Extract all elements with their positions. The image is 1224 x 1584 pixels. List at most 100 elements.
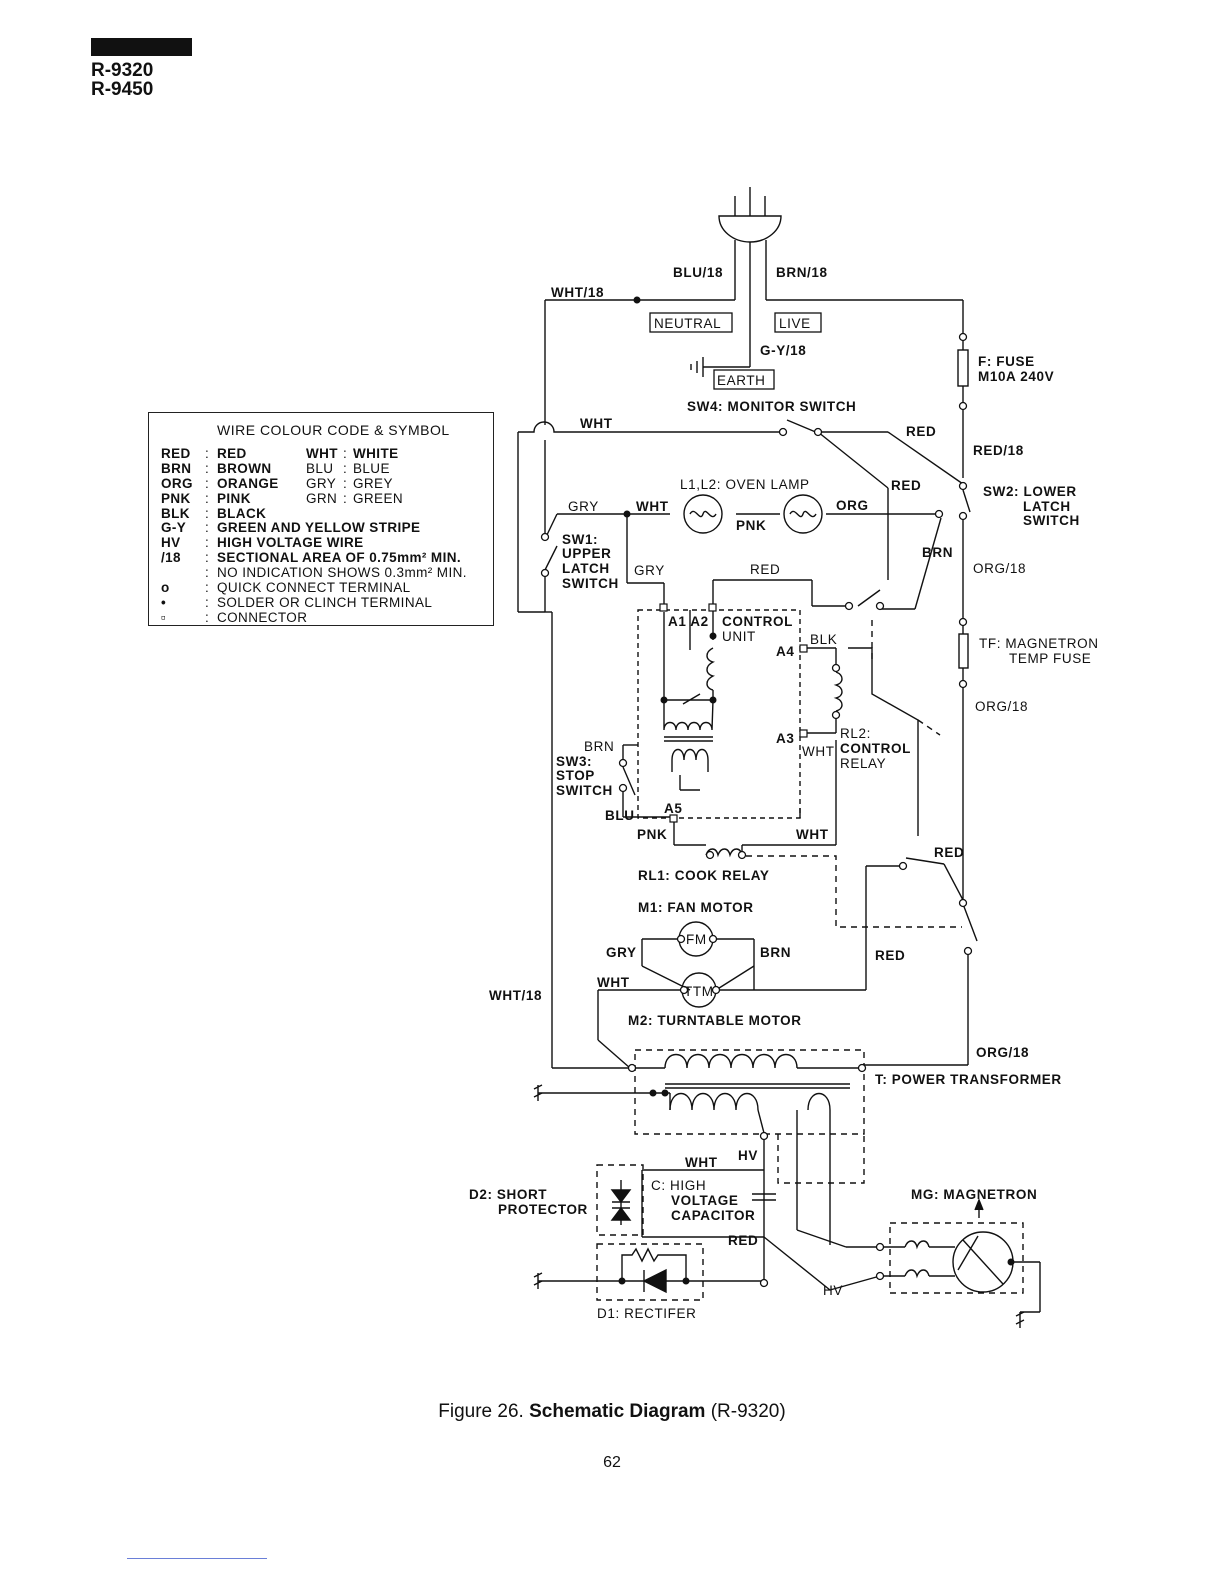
label-org18-b: ORG/18 [975,699,1028,714]
label-d1: D1: RECTIFER [597,1306,696,1321]
legend-code: G-Y [161,520,187,535]
label-org18-a: ORG/18 [973,561,1026,576]
legend-code: ▫ [161,610,167,625]
legend-colon: : [205,550,210,565]
label-sw1-3: LATCH [562,561,610,576]
label-fuse-1: F: FUSE [978,354,1035,369]
label-d2-2: PROTECTOR [498,1202,588,1217]
label-red-cu: RED [750,562,780,577]
label-control: CONTROL [722,614,793,629]
legend-colon: : [205,520,210,535]
label-d2-1: D2: SHORT [469,1187,547,1202]
legend-desc: QUICK CONNECT TERMINAL [217,580,411,595]
label-brn18: BRN/18 [776,265,828,280]
legend-code: GRN [306,491,338,506]
label-brn-sw3: BRN [584,739,614,754]
legend-code: BRN [161,461,192,476]
label-gry-2: GRY [634,563,665,578]
legend-colon: : [205,476,210,491]
label-red-sw4: RED [906,424,936,439]
label-red-fm: RED [875,948,905,963]
label-sw2-1: SW2: LOWER [983,484,1077,499]
label-sw3-1: SW3: [556,754,592,769]
legend-colon: : [205,461,210,476]
label-rl2-1: RL2: [840,726,871,741]
label-brn-right: BRN [922,545,953,560]
legend-desc: GREY [353,476,393,491]
label-org-lamp: ORG [836,498,869,513]
label-blk: BLK [810,632,837,647]
label-fm: FM [686,932,707,947]
label-ttm: TTM [684,984,714,999]
legend-colon: : [205,506,210,521]
label-a3: A3 [776,731,794,746]
legend-code: GRY [306,476,337,491]
label-gry-fm: GRY [606,945,637,960]
label-sw3-3: SWITCH [556,783,613,798]
legend-code: RED [161,446,191,461]
label-sw2-2: LATCH [1023,499,1071,514]
label-wht-hv: WHT [685,1155,718,1170]
label-neutral: NEUTRAL [654,316,721,331]
legend-code: PNK [161,491,191,506]
label-c-3: CAPACITOR [671,1208,755,1223]
legend-desc: WHITE [353,446,399,461]
footer-rule [127,1558,267,1559]
label-pnk-rl1: PNK [637,827,667,842]
legend-desc: HIGH VOLTAGE WIRE [217,535,364,550]
label-sw4: SW4: MONITOR SWITCH [687,399,856,414]
legend-desc: SECTIONAL AREA OF 0.75mm² MIN. [217,550,462,565]
label-tf-2: TEMP FUSE [1009,651,1091,666]
legend-code: o [161,580,170,595]
label-hv-2: HV [823,1283,843,1298]
label-hv-1: HV [738,1148,758,1163]
legend-desc: GREEN [353,491,404,506]
legend-colon: : [205,610,210,625]
legend-code: BLU [306,461,334,476]
label-blu-sw3: BLU [605,808,635,823]
legend-colon: : [205,595,210,610]
label-gry-1: GRY [568,499,599,514]
model-number-2: R-9450 [91,79,154,100]
label-org18-c: ORG/18 [976,1045,1029,1060]
legend-desc: BLACK [217,506,267,521]
label-wht18-left: WHT/18 [489,988,542,1003]
page-number: 62 [603,1454,621,1471]
label-m1: M1: FAN MOTOR [638,900,754,915]
legend-colon: : [343,476,348,491]
label-red-rl1: RED [934,845,964,860]
label-sw1-4: SWITCH [562,576,619,591]
legend-desc: CONNECTOR [217,610,308,625]
label-red18: RED/18 [973,443,1024,458]
legend-code: /18 [161,550,181,565]
figure-caption: Figure 26. Schematic Diagram (R-9320) [0,1401,1224,1423]
legend-colon: : [205,535,210,550]
label-rl1: RL1: COOK RELAY [638,868,770,883]
label-m2: M2: TURNTABLE MOTOR [628,1013,802,1028]
label-a1a2: A1 A2 [668,614,709,629]
model-number-1: R-9320 [91,60,154,81]
label-rl2-2: CONTROL [840,741,911,756]
label-red-d1: RED [728,1233,758,1248]
label-red-lamp: RED [891,478,921,493]
header-black-bar [91,38,192,56]
legend-desc: NO INDICATION SHOWS 0.3mm² MIN. [217,565,467,580]
legend-colon: : [205,446,210,461]
legend-colon: : [205,491,210,506]
label-wht-rl2: WHT [802,744,835,759]
legend-desc: SOLDER OR CLINCH TERMINAL [217,595,433,610]
legend-colon: : [205,580,210,595]
legend-code: WHT [306,446,338,461]
label-blu18: BLU/18 [673,265,723,280]
legend-colon: : [343,446,348,461]
label-wht-ttm: WHT [597,975,630,990]
label-wht-sw4: WHT [580,416,613,431]
legend-code: ORG [161,476,193,491]
label-rl2-3: RELAY [840,756,886,771]
legend-desc: RED [217,446,247,461]
legend-desc: ORANGE [217,476,279,491]
label-mg: MG: MAGNETRON [911,1187,1037,1202]
legend-code: BLK [161,506,190,521]
label-wht-lamp: WHT [636,499,669,514]
